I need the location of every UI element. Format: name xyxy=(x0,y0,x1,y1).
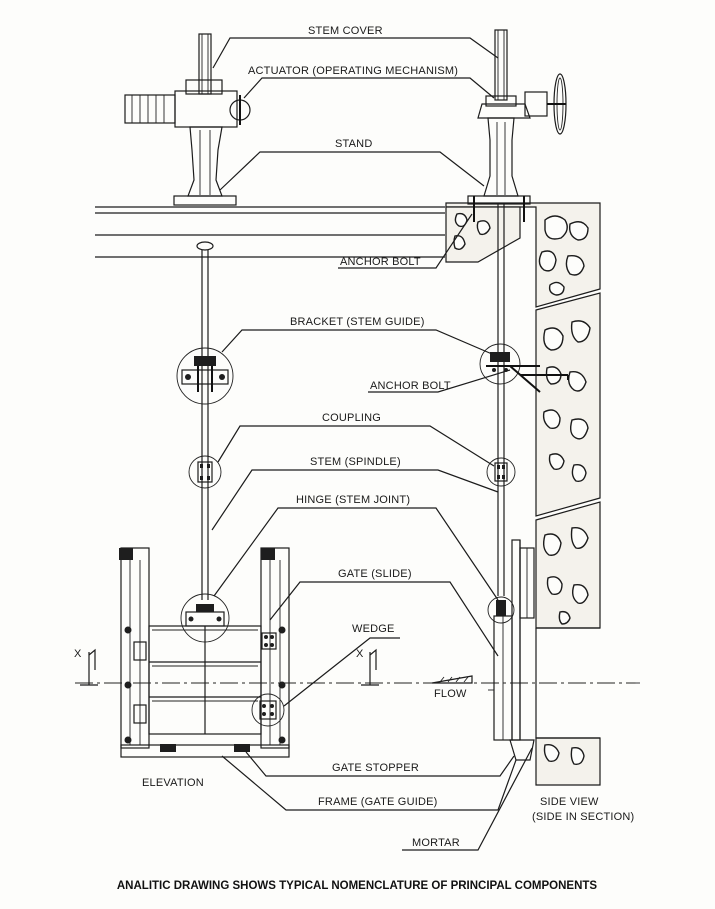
label-flow: FLOW xyxy=(434,688,467,700)
label-group: STEM COVER ACTUATOR (OPERATING MECHANISM… xyxy=(74,25,634,849)
label-hinge: HINGE (STEM JOINT) xyxy=(296,494,410,506)
deck-lines xyxy=(95,206,445,258)
flow-arrow xyxy=(431,675,473,684)
label-x-right: X xyxy=(356,648,364,660)
label-bracket: BRACKET (STEM GUIDE) xyxy=(290,316,425,328)
label-side-view: SIDE VIEW xyxy=(540,796,599,808)
label-stem-cover: STEM COVER xyxy=(308,25,383,37)
section-line xyxy=(75,648,640,686)
label-anchor-bolt-top: ANCHOR BOLT xyxy=(340,256,421,268)
left-bracket xyxy=(176,347,234,405)
right-actuator-assembly xyxy=(467,29,567,222)
left-stem xyxy=(201,250,209,600)
label-mortar: MORTAR xyxy=(412,837,460,849)
right-stem xyxy=(497,204,505,596)
label-side-section: (SIDE IN SECTION) xyxy=(532,811,634,823)
label-gate: GATE (SLIDE) xyxy=(338,568,412,580)
label-actuator: ACTUATOR (OPERATING MECHANISM) xyxy=(248,65,458,77)
right-bracket xyxy=(479,343,569,393)
label-anchor-bolt-mid: ANCHOR BOLT xyxy=(370,380,451,392)
label-x-left: X xyxy=(74,648,82,660)
figure-caption: ANALITIC DRAWING SHOWS TYPICAL NOMENCLAT… xyxy=(117,880,598,892)
gate-side-view xyxy=(487,539,535,761)
label-frame: FRAME (GATE GUIDE) xyxy=(318,796,438,808)
label-wedge: WEDGE xyxy=(352,623,395,635)
concrete-wall xyxy=(445,202,601,786)
label-coupling: COUPLING xyxy=(322,412,381,424)
label-gate-stopper: GATE STOPPER xyxy=(332,762,419,774)
label-stand: STAND xyxy=(335,138,372,150)
left-actuator-assembly xyxy=(124,33,251,251)
left-coupling xyxy=(188,455,222,489)
leader-lines xyxy=(211,37,533,851)
label-stem: STEM (SPINDLE) xyxy=(310,456,401,468)
label-elevation: ELEVATION xyxy=(142,777,204,789)
gate-frame-elevation xyxy=(119,547,290,758)
right-coupling xyxy=(486,457,516,487)
